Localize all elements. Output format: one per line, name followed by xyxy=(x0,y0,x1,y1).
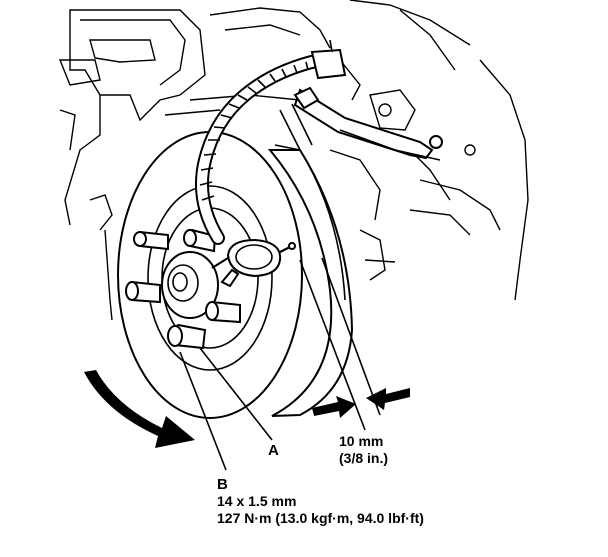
callout-b-leader xyxy=(179,351,227,471)
callout-b-label: B xyxy=(217,476,228,493)
wheel-stud xyxy=(183,228,217,253)
wheel-stud xyxy=(205,300,241,324)
locking-pliers xyxy=(279,86,443,161)
rotation-arrow-icon xyxy=(84,370,195,448)
torque-spec-text: 127 N·m (13.0 kgf·m, 94.0 lbf·ft) xyxy=(217,510,424,526)
bolt-size-text: 14 x 1.5 mm xyxy=(217,493,296,509)
pointer-arrow-icon xyxy=(366,388,410,410)
wheel-stud xyxy=(125,280,161,304)
measurement-imperial-text: (3/8 in.) xyxy=(339,450,388,466)
callout-a-label: A xyxy=(268,442,279,459)
measurement-metric-text: 10 mm xyxy=(339,433,383,449)
wheel-stud xyxy=(167,323,207,350)
measurement-lines xyxy=(299,257,381,431)
pointer-arrow-icon xyxy=(312,396,356,418)
callout-a-leader xyxy=(199,347,273,441)
indicator-stand-hose xyxy=(194,39,347,245)
dial-indicator xyxy=(211,238,296,288)
wheel-stud xyxy=(133,230,169,251)
wheel-hub xyxy=(161,251,219,319)
